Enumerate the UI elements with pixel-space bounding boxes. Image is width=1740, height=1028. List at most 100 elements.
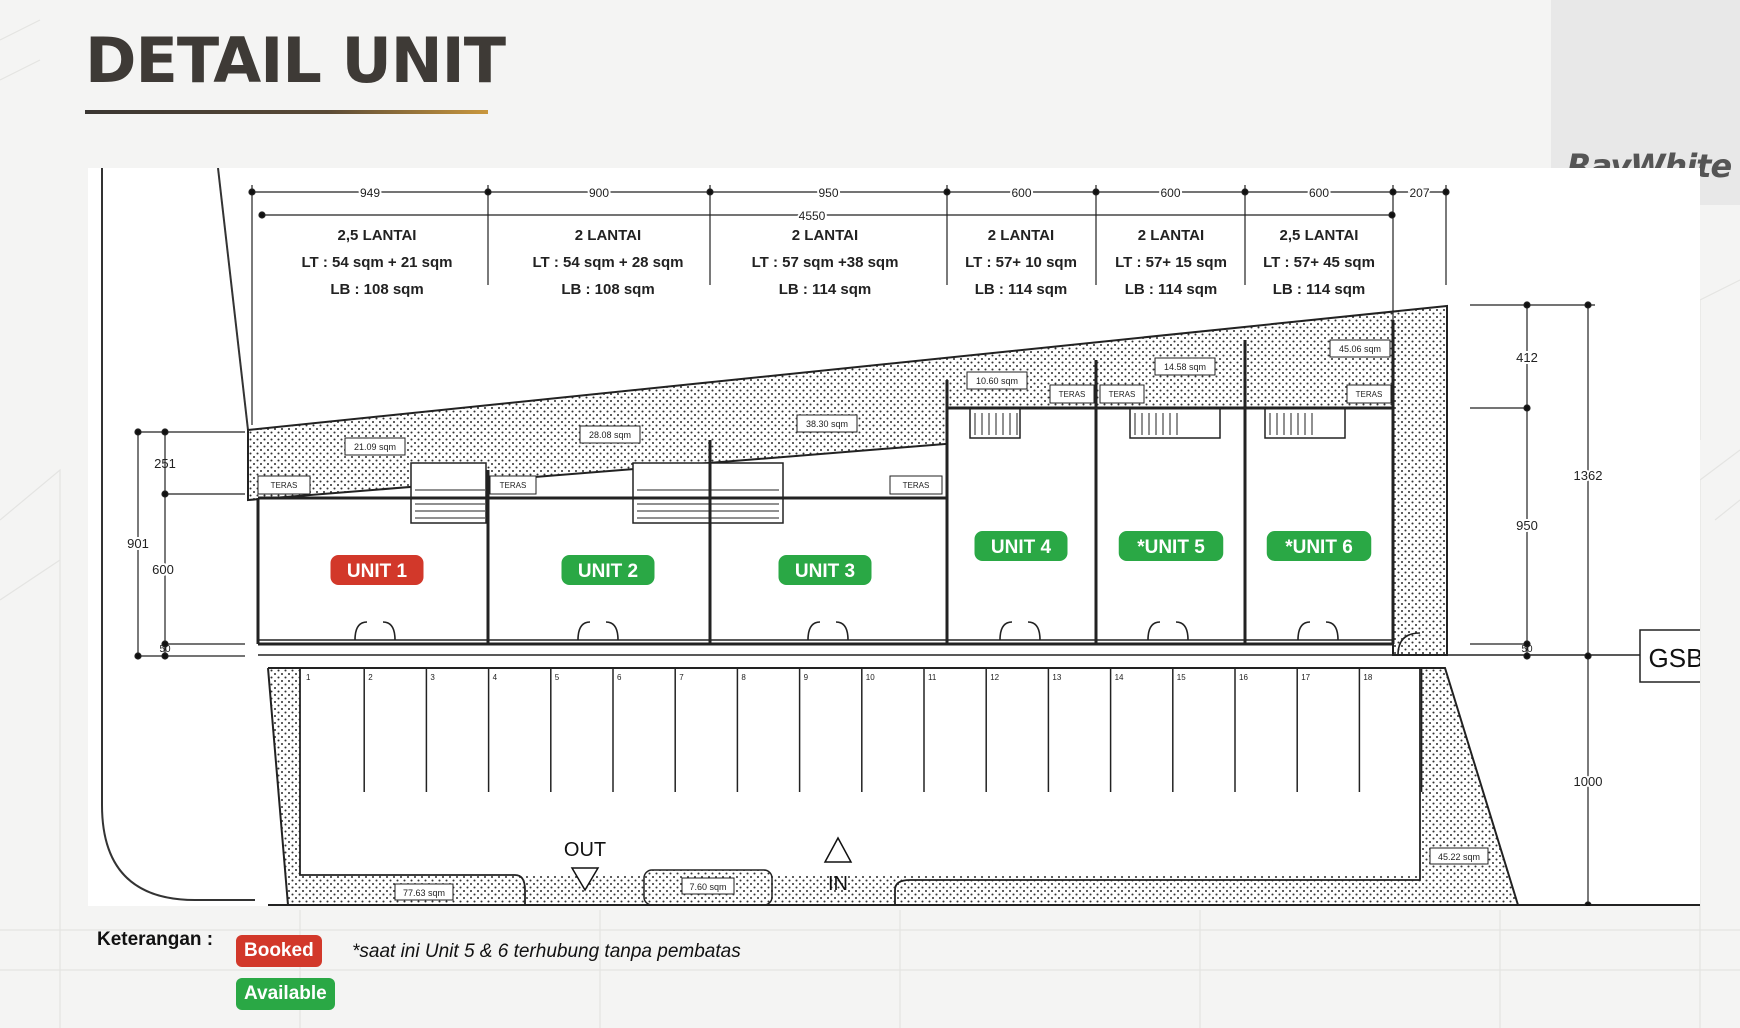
- svg-text:10.60 sqm: 10.60 sqm: [976, 376, 1018, 386]
- garden-area-tags: 21.09 sqm 28.08 sqm 38.30 sqm 10.60 sqm …: [344, 339, 1391, 456]
- unit-badge-label: *UNIT 5: [1137, 537, 1205, 558]
- unit-badge-label: UNIT 2: [578, 561, 638, 582]
- svg-text:45.22 sqm: 45.22 sqm: [1438, 852, 1480, 862]
- svg-text:600: 600: [152, 562, 174, 577]
- svg-text:21.09 sqm: 21.09 sqm: [354, 442, 396, 452]
- svg-text:412: 412: [1516, 350, 1538, 365]
- svg-text:14.58 sqm: 14.58 sqm: [1164, 362, 1206, 372]
- unit-badge-label: UNIT 4: [991, 537, 1052, 558]
- legend-available-badge: Available: [236, 978, 335, 1010]
- svg-text:TERAS: TERAS: [1109, 390, 1136, 399]
- legend-note: *saat ini Unit 5 & 6 terhubung tanpa pem…: [352, 941, 741, 962]
- svg-text:77.63 sqm: 77.63 sqm: [403, 888, 445, 898]
- svg-text:45.06 sqm: 45.06 sqm: [1339, 344, 1381, 354]
- unit-spec-lb: LB : 108 sqm: [330, 281, 423, 298]
- top-dimensions: [248, 185, 1450, 425]
- parking-stall-number: 7: [679, 673, 684, 682]
- unit-spec-lt: LT : 57+ 10 sqm: [965, 254, 1077, 271]
- unit-spec-lb: LB : 114 sqm: [1125, 281, 1218, 298]
- svg-text:28.08 sqm: 28.08 sqm: [589, 430, 631, 440]
- unit-spec-lt: LT : 54 sqm + 28 sqm: [532, 254, 683, 271]
- title-underline: [85, 110, 488, 114]
- unit-badge[interactable]: *UNIT 5: [1118, 531, 1224, 561]
- svg-text:50: 50: [1521, 644, 1533, 655]
- svg-text:TERAS: TERAS: [500, 481, 527, 490]
- stair-block-2: [632, 462, 784, 524]
- in-label: IN: [828, 873, 848, 895]
- unit-spec-lb: LB : 114 sqm: [779, 281, 872, 298]
- site-diagonal-boundary: [217, 168, 249, 431]
- parking-stall-number: 8: [741, 673, 746, 682]
- svg-text:7.60 sqm: 7.60 sqm: [689, 882, 726, 892]
- svg-text:38.30 sqm: 38.30 sqm: [806, 419, 848, 429]
- unit-spec-lt: LT : 54 sqm + 21 sqm: [301, 254, 452, 271]
- parking-stall-number: 2: [368, 673, 373, 682]
- in-arrow-icon: [823, 836, 853, 863]
- front-dimension-label: 950: [818, 186, 838, 200]
- svg-text:950: 950: [1516, 518, 1538, 533]
- stair-block-3: [969, 407, 1021, 439]
- unit-walls: [256, 320, 1395, 646]
- front-dimension-label: 600: [1011, 186, 1031, 200]
- svg-text:1362: 1362: [1574, 468, 1603, 483]
- parking-stall-number: 11: [928, 673, 937, 682]
- unit-badge-label: UNIT 3: [795, 561, 855, 582]
- legend-booked-badge: Booked: [236, 935, 322, 967]
- unit-spec-floors: 2 LANTAI: [988, 227, 1054, 244]
- parking-stall-number: 17: [1301, 673, 1310, 682]
- total-width-dimension: 4550: [799, 209, 826, 223]
- unit-spec-floors: 2,5 LANTAI: [338, 227, 417, 244]
- unit-badge[interactable]: UNIT 3: [778, 555, 872, 585]
- parking-stall-number: 1: [306, 673, 311, 682]
- parking-stall-number: 5: [555, 673, 560, 682]
- site-plan-panel: TERAS TERAS TERAS TERAS TERAS TERAS 21.0…: [88, 168, 1700, 906]
- stair-block-4: [1129, 407, 1221, 439]
- parking-stall-number: 4: [493, 673, 498, 682]
- gsb-box: [1639, 629, 1700, 683]
- svg-text:251: 251: [154, 456, 176, 471]
- parking-stall-number: 6: [617, 673, 622, 682]
- unit-badge[interactable]: UNIT 1: [330, 555, 424, 585]
- right-dimensions: 412 1362 950 50 1000: [1470, 301, 1604, 906]
- parking-stall-number: 14: [1115, 673, 1124, 682]
- unit-spec-floors: 2 LANTAI: [575, 227, 641, 244]
- unit-spec-lt: LT : 57+ 15 sqm: [1115, 254, 1227, 271]
- unit-spec-floors: 2,5 LANTAI: [1280, 227, 1359, 244]
- unit-badge[interactable]: UNIT 2: [561, 555, 655, 585]
- front-dimension-label: 900: [589, 186, 609, 200]
- unit-spec-lt: LT : 57+ 45 sqm: [1263, 254, 1375, 271]
- teras-labels: TERAS TERAS TERAS TERAS TERAS TERAS: [257, 384, 1392, 495]
- parking-lot: 77.63 sqm 7.60 sqm 45.22 sqm: [267, 667, 1700, 906]
- unit-spec-lb: LB : 114 sqm: [975, 281, 1068, 298]
- svg-text:TERAS: TERAS: [1356, 390, 1383, 399]
- front-dimension-label: 207: [1409, 186, 1429, 200]
- parking-stall-number: 9: [804, 673, 809, 682]
- site-plan: TERAS TERAS TERAS TERAS TERAS TERAS 21.0…: [101, 168, 1700, 906]
- parking-stall-number: 3: [430, 673, 435, 682]
- out-arrow-icon: [570, 867, 600, 892]
- page-title: DETAIL UNIT: [85, 24, 506, 97]
- unit-spec-floors: 2 LANTAI: [792, 227, 858, 244]
- unit-spec-lb: LB : 114 sqm: [1273, 281, 1366, 298]
- svg-text:901: 901: [127, 536, 149, 551]
- parking-stall-number: 15: [1177, 673, 1186, 682]
- parking-stalls: [363, 668, 1423, 792]
- parking-stall-number: 18: [1363, 673, 1372, 682]
- svg-text:TERAS: TERAS: [1059, 390, 1086, 399]
- parking-stall-number: 13: [1052, 673, 1061, 682]
- unit-badge[interactable]: *UNIT 6: [1266, 531, 1372, 561]
- stair-block-1: [410, 462, 487, 524]
- unit-badge-label: UNIT 1: [347, 561, 408, 582]
- parking-stall-number: 12: [990, 673, 999, 682]
- unit-badge[interactable]: UNIT 4: [974, 531, 1068, 561]
- svg-text:1000: 1000: [1574, 774, 1603, 789]
- svg-text:50: 50: [159, 644, 171, 655]
- parking-stall-number: 16: [1239, 673, 1248, 682]
- parking-stall-number: 10: [866, 673, 875, 682]
- unit-badge-label: *UNIT 6: [1285, 537, 1353, 558]
- svg-text:TERAS: TERAS: [271, 481, 298, 490]
- svg-text:TERAS: TERAS: [903, 481, 930, 490]
- unit-spec-floors: 2 LANTAI: [1138, 227, 1204, 244]
